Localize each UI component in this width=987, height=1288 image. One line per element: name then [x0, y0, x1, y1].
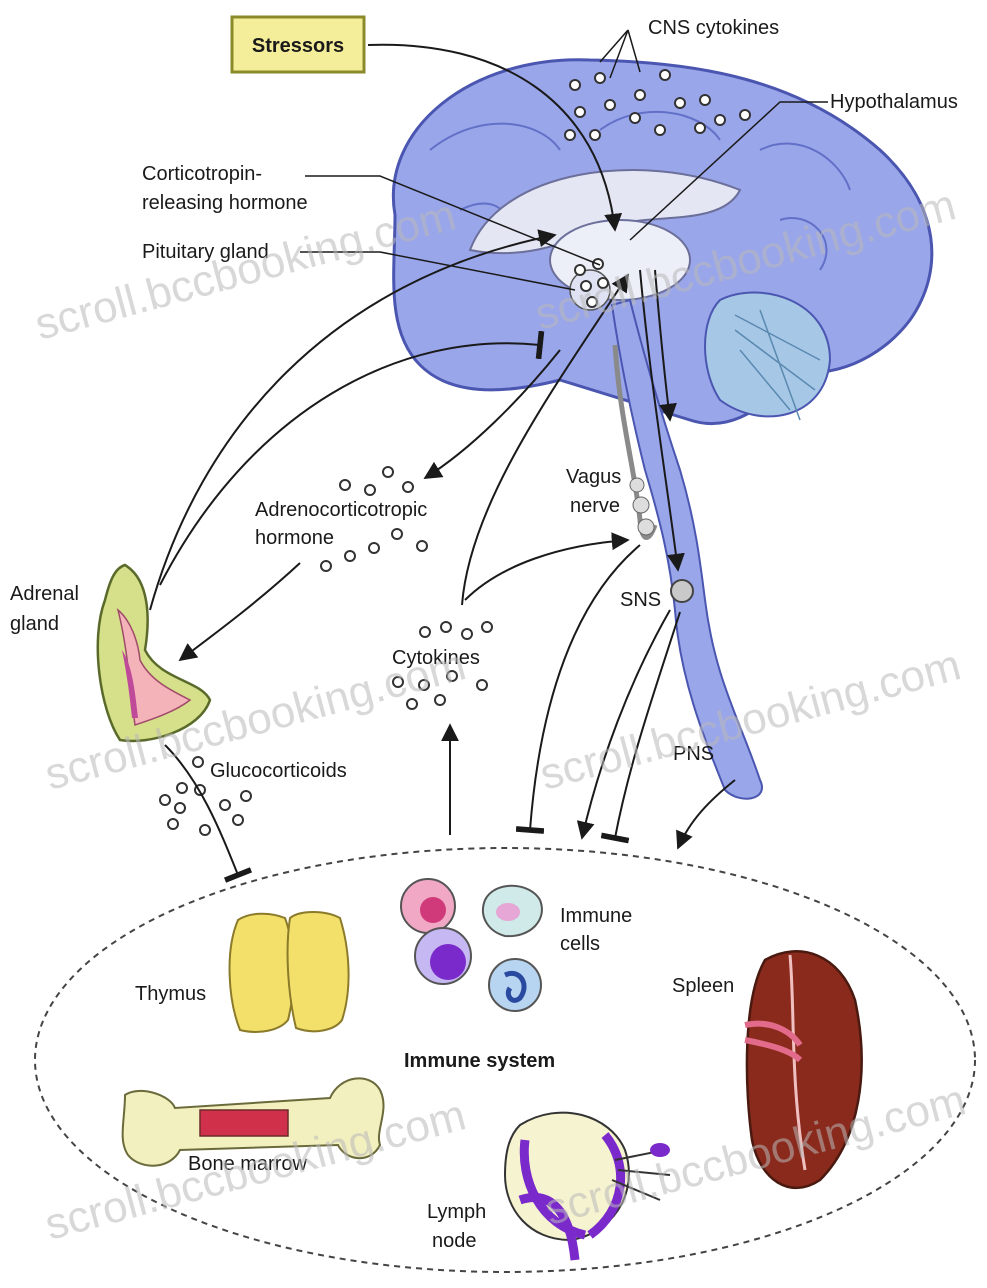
cytokines-to-vagus-arrow — [465, 540, 628, 600]
lymph-node-label-line1: Lymph — [427, 1201, 486, 1223]
immune-system-label: Immune system — [404, 1050, 555, 1072]
vagus-label-line1: Vagus — [566, 466, 621, 488]
adrenal-label-line1: Adrenal — [10, 583, 79, 605]
sns-ganglion — [671, 580, 693, 602]
acth-label-line1: Adrenocorticotropic — [255, 499, 427, 521]
adrenal-label-line2: gland — [10, 613, 59, 635]
thymus — [230, 912, 349, 1032]
hypothalamus-label: Hypothalamus — [830, 91, 958, 113]
vagus-label-line2: nerve — [570, 495, 620, 517]
stressors-label: Stressors — [252, 35, 344, 57]
lymph-node-label-line2: node — [432, 1230, 477, 1252]
immune-cells-label-line1: Immune — [560, 905, 632, 927]
cns-cytokines-label: CNS cytokines — [648, 17, 779, 39]
crh-label-line2: releasing hormone — [142, 192, 308, 214]
spleen-label: Spleen — [672, 975, 734, 997]
crh-label-line1: Corticotropin- — [142, 163, 262, 185]
thymus-label: Thymus — [135, 983, 206, 1005]
immune-cells — [401, 879, 542, 1011]
acth-label-line2: hormone — [255, 527, 334, 549]
immune-cells-label-line2: cells — [560, 933, 600, 955]
acth-to-adrenal-arrow — [180, 563, 300, 660]
sns-label: SNS — [620, 589, 661, 611]
glucocorticoids-label: Glucocorticoids — [210, 760, 347, 782]
